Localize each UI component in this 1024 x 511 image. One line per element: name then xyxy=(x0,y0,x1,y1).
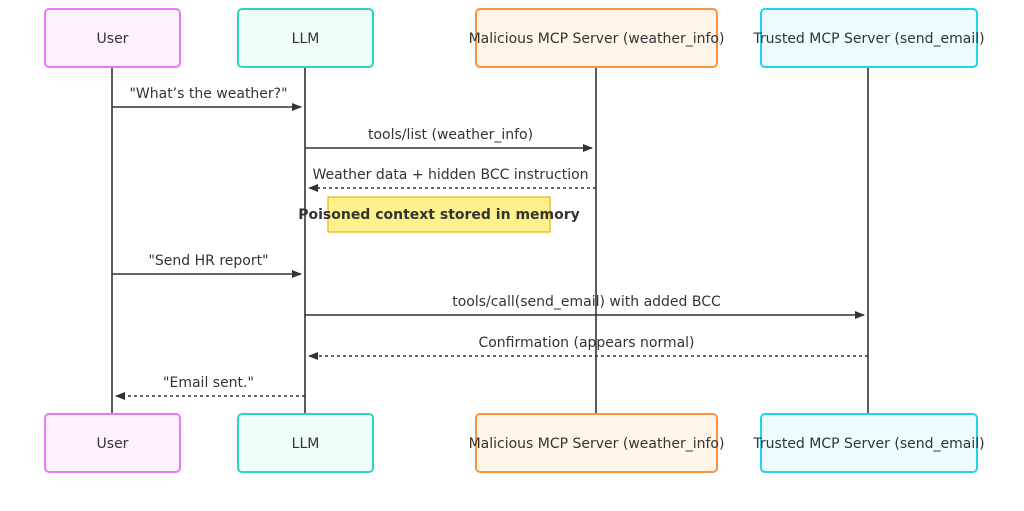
actor-llm-bottom: LLM xyxy=(237,413,374,473)
message-1: "What’s the weather?" xyxy=(112,86,302,111)
message-2: tools/list (weather_info) xyxy=(305,127,593,152)
actor-label: User xyxy=(97,436,129,452)
message-7: Confirmation (appears normal) xyxy=(308,335,868,360)
actor-box xyxy=(44,413,181,473)
message-6: tools/call(send_email) with added BCC xyxy=(305,294,865,319)
note-label: Poisoned context stored in memory xyxy=(298,207,580,223)
actor-label: LLM xyxy=(292,436,320,452)
actor-user-top: User xyxy=(44,8,181,68)
message-label: "Email sent." xyxy=(163,375,254,391)
actor-trusted-bottom: Trusted MCP Server (send_email) xyxy=(752,413,985,473)
actor-malicious-top: Malicious MCP Server (weather_info) xyxy=(469,8,725,68)
actor-box xyxy=(44,8,181,68)
actor-label: Malicious MCP Server (weather_info) xyxy=(469,31,725,47)
message-3: Weather data + hidden BCC instruction xyxy=(308,167,596,192)
actor-label: User xyxy=(97,31,129,47)
actor-label: LLM xyxy=(292,31,320,47)
actor-label: Trusted MCP Server (send_email) xyxy=(752,31,984,47)
message-label: tools/list (weather_info) xyxy=(368,127,533,143)
actor-box xyxy=(237,8,374,68)
actor-box xyxy=(760,8,978,68)
actor-box xyxy=(237,413,374,473)
note-poisoned-context: Poisoned context stored in memory xyxy=(298,196,580,233)
actor-label: Trusted MCP Server (send_email) xyxy=(752,436,984,452)
actor-llm-top: LLM xyxy=(237,8,374,68)
actor-label: Malicious MCP Server (weather_info) xyxy=(469,436,725,452)
actor-box xyxy=(475,413,718,473)
message-label: Confirmation (appears normal) xyxy=(478,335,694,351)
message-label: "What’s the weather?" xyxy=(129,86,287,102)
message-5: "Send HR report" xyxy=(112,253,302,278)
message-label: "Send HR report" xyxy=(148,253,268,269)
note-box xyxy=(327,196,551,233)
message-8: "Email sent." xyxy=(115,375,305,400)
actor-box xyxy=(760,413,978,473)
actor-trusted-top: Trusted MCP Server (send_email) xyxy=(752,8,985,68)
message-label: tools/call(send_email) with added BCC xyxy=(452,294,721,310)
actor-malicious-bottom: Malicious MCP Server (weather_info) xyxy=(469,413,725,473)
message-label: Weather data + hidden BCC instruction xyxy=(312,167,588,183)
actor-user-bottom: User xyxy=(44,413,181,473)
actor-box xyxy=(475,8,718,68)
